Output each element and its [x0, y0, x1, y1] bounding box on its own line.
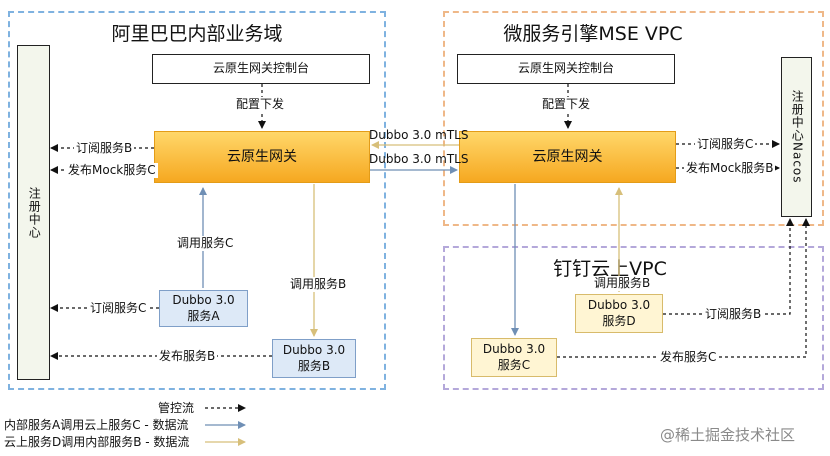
watermark: @稀土掘金技术社区 [660, 426, 796, 444]
mtls-top-label: Dubbo 3.0 mTLS [369, 128, 469, 142]
left-registry-label: 注册中心 [27, 186, 42, 239]
left-call-b-label: 调用服务B [288, 277, 349, 292]
left-subscribe-b-label: 订阅服务B [74, 141, 135, 156]
right-config-label: 配置下发 [540, 97, 593, 112]
left-gateway-console[interactable]: 云原生网关控制台 [152, 54, 370, 84]
dingtalk-region-title: 钉钉云上VPC [553, 258, 667, 280]
dingtalk-region [443, 246, 824, 390]
mse-region [443, 11, 824, 226]
right-registry-label: 注册中心Nacos [790, 90, 805, 184]
service-b-box[interactable]: Dubbo 3.0 服务B [272, 339, 356, 378]
service-d-box[interactable]: Dubbo 3.0 服务D [575, 294, 663, 333]
service-c-box[interactable]: Dubbo 3.0 服务C [471, 338, 557, 377]
right-subscribe-b-label: 订阅服务B [703, 307, 764, 322]
left-call-c-label: 调用服务C [175, 236, 236, 251]
left-registry: 注册中心 [17, 45, 50, 380]
mtls-bottom-label: Dubbo 3.0 mTLS [369, 152, 469, 166]
left-cloud-native-gateway[interactable]: 云原生网关 [154, 131, 370, 183]
legend-flow-ac-text: 内部服务A调用云上服务C - 数据流 [4, 418, 189, 432]
left-subscribe-c-label: 订阅服务C [88, 301, 149, 316]
right-subscribe-c-label: 订阅服务C [695, 137, 756, 152]
right-gateway-console[interactable]: 云原生网关控制台 [457, 54, 675, 84]
right-publish-mock-b-label: 发布Mock服务B [684, 161, 776, 176]
right-cloud-native-gateway[interactable]: 云原生网关 [459, 131, 676, 183]
right-publish-c-label: 发布服务C [658, 350, 719, 365]
mse-region-title: 微服务引擎MSE VPC [503, 23, 683, 45]
left-config-label: 配置下发 [234, 97, 287, 112]
left-publish-mock-c-label: 发布Mock服务C [66, 163, 158, 178]
alibaba-region-title: 阿里巴巴内部业务域 [111, 23, 283, 45]
legend-control-text: 管控流 [158, 401, 195, 415]
left-publish-b-label: 发布服务B [157, 349, 218, 364]
alibaba-region [8, 11, 386, 390]
right-call-b-label: 调用服务B [592, 276, 653, 291]
legend-flow-db-text: 云上服务D调用内部服务B - 数据流 [4, 435, 190, 449]
service-a-box[interactable]: Dubbo 3.0 服务A [159, 290, 248, 327]
right-registry-nacos: 注册中心Nacos [781, 57, 812, 217]
